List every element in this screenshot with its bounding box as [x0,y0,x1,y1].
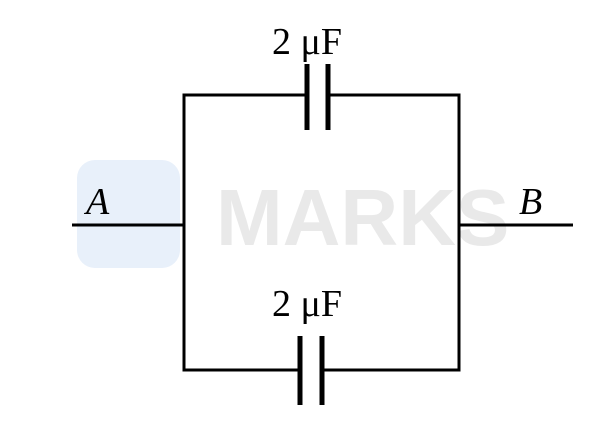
top-capacitor [304,64,331,130]
terminal-a-label: A [83,181,110,223]
bottom-capacitor-label: 2 μF [272,283,342,325]
bottom-capacitor [297,336,325,405]
watermark-logo [77,160,180,268]
terminal-b-label: B [519,181,542,223]
wire-right-branch [323,93,461,372]
top-capacitor-label: 2 μF [272,21,342,63]
watermark-text: MARKS [216,173,509,262]
wire-left-branch [182,93,307,372]
watermark: MARKS [77,160,509,268]
